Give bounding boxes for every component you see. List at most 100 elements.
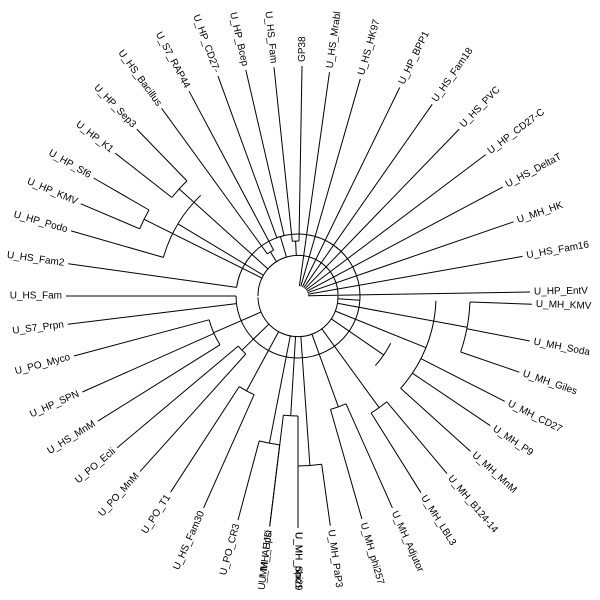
tip-label: U_S7_RAP44	[153, 30, 192, 91]
tip-label: U_HS_MnM	[45, 419, 97, 457]
tip-label: U_PO_Ecli	[73, 446, 118, 486]
tip-label: U_PO_CR3	[218, 522, 242, 576]
tip-label: U_PO_MnM	[97, 471, 142, 519]
tip-branch	[370, 412, 422, 493]
tip-branch	[93, 177, 150, 211]
tip-label: U_MH_Giles	[521, 368, 578, 397]
tip-branch	[245, 69, 285, 236]
tip-labels: U_HP_EntVU_HS_Fam16U_MH_HKU_HS_DeltaTU_H…	[6, 11, 592, 591]
tip-branch	[303, 104, 433, 289]
clade-stem	[321, 328, 380, 408]
tip-label: U_HS_Fam16	[526, 239, 591, 261]
tip-label: U_MH_MnM	[470, 450, 519, 496]
tip-label: U_HP_Podo	[12, 209, 69, 235]
clade-arc	[238, 386, 255, 396]
tip-label: U_MH_phi29	[292, 532, 303, 591]
clade-arc	[374, 342, 392, 366]
tip-label: U_S7_Prpn	[12, 319, 65, 336]
tip-label: U_PO_T1	[140, 492, 174, 536]
tip-label: U_MH_B124-14	[445, 473, 500, 535]
tip-label: U_MH_PaP3	[325, 529, 344, 589]
tip-label: U_MH_Adjutor	[389, 509, 426, 574]
tip-branch	[300, 78, 361, 287]
tip-label: U_HS_Bacillus	[116, 48, 164, 108]
clade-stem	[213, 311, 262, 334]
tip-label: U_MH_LBL3	[418, 493, 458, 548]
clade-stem	[268, 335, 291, 444]
tip-label: U_MH_P9	[491, 424, 536, 459]
tip-label: U_MH_Soda	[533, 337, 592, 359]
tip-branch	[460, 351, 520, 373]
tip-branch	[466, 328, 530, 342]
tip-label: U_HP_Sf6	[46, 148, 93, 181]
tip-label: U_MH_phi257	[358, 521, 386, 586]
tip-branch	[400, 387, 471, 452]
root-arc-lower	[257, 295, 339, 338]
tip-label: U_PO_Myco	[14, 352, 72, 377]
tip-branch	[298, 72, 330, 287]
clade-stem	[290, 335, 297, 416]
tip-label: U_HP_EntV	[534, 286, 588, 298]
clade-stem	[178, 188, 269, 270]
tip-label: U_HS_Fam	[262, 11, 278, 64]
tip-branch	[345, 403, 393, 509]
tip-branch	[67, 303, 237, 325]
tip-branch	[469, 301, 532, 305]
tip-branch	[412, 372, 491, 427]
tip-label: U_HP_Bcep	[227, 11, 250, 68]
tip-label: U_HS_Fam30	[171, 509, 207, 572]
clade-arc	[162, 194, 202, 258]
tip-branch	[386, 401, 448, 475]
clade-stem	[330, 318, 384, 356]
root-arc-upper	[257, 254, 339, 297]
clade-stem	[337, 298, 360, 301]
clade-stem	[334, 310, 427, 349]
tip-label: U_MH_CD27	[506, 398, 564, 435]
tip-label: U_HS_DeltaT	[504, 152, 564, 191]
clade-stem	[295, 241, 297, 257]
clade-stem	[241, 323, 270, 351]
clade-stem	[311, 333, 339, 408]
tip-branch	[73, 319, 210, 357]
tip-branch	[321, 464, 331, 526]
clade-stem	[269, 251, 278, 263]
tip-label: U_MH_Epsi	[257, 530, 274, 584]
tip-label: U_HP_KMV	[25, 176, 79, 207]
tip-branch	[97, 344, 221, 422]
clade-stem	[300, 335, 311, 466]
clade-stem	[246, 330, 280, 392]
tip-branch	[305, 154, 487, 291]
tip-branch	[203, 394, 255, 509]
tip-branch	[161, 108, 268, 255]
tip-branch	[298, 65, 303, 242]
clade-arc	[259, 440, 280, 446]
tip-label: U_HP_CD27-	[190, 13, 221, 74]
tip-branch	[170, 386, 240, 493]
tip-label: U_HS_Fam2	[6, 250, 65, 269]
tip-label: U_HS_HK97	[356, 18, 382, 76]
tip-branch	[68, 263, 237, 288]
clade-arc	[139, 209, 150, 229]
tip-branch	[307, 255, 523, 295]
tree-branches	[66, 65, 532, 528]
tip-label: U_HP_CD27-C	[486, 107, 547, 157]
clade-arc	[370, 401, 388, 414]
tip-branch	[307, 221, 514, 294]
tip-branch	[304, 128, 460, 290]
tip-label: U_HP_Sep3	[91, 82, 138, 130]
tip-label: U_MH_HK	[516, 200, 565, 226]
tip-label: U_HP_BPP1	[397, 29, 432, 86]
tip-branch	[139, 353, 247, 472]
tip-label: U_HP_SPN	[28, 389, 81, 421]
tip-label: U_HS_Fam18	[430, 46, 476, 105]
clade-stem	[337, 302, 468, 328]
tip-label: U_HS_Fam	[10, 291, 62, 302]
tip-branch	[82, 332, 215, 393]
clade-stem	[177, 223, 264, 276]
tip-label: U_HS_PVC	[458, 84, 503, 130]
tip-branch	[330, 409, 363, 520]
tip-branch	[269, 415, 284, 527]
tip-branch	[217, 75, 278, 238]
tip-branch	[114, 152, 173, 198]
